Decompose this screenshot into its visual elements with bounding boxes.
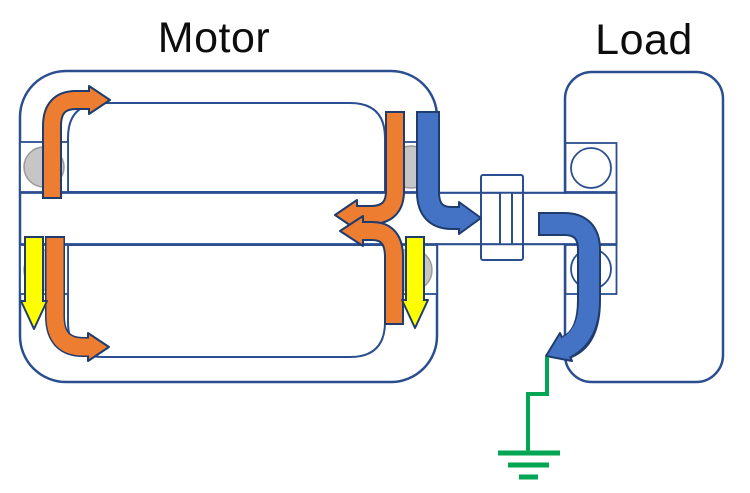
coupling-web-fill bbox=[501, 193, 511, 244]
ground-wire bbox=[526, 357, 549, 452]
stator-upper-block bbox=[67, 102, 386, 193]
orange-arrow-lower-right bbox=[339, 215, 404, 325]
yellow-arrow-bearing-left bbox=[20, 236, 48, 330]
load-title: Load bbox=[595, 16, 693, 64]
motor-title: Motor bbox=[157, 14, 271, 62]
stator-lower-block bbox=[67, 244, 386, 358]
load-bearing-ball-upper bbox=[570, 147, 612, 189]
ground-symbol bbox=[498, 450, 560, 480]
yellow-arrow-bearing-right bbox=[401, 236, 429, 329]
blue-arrow-to-ground bbox=[538, 212, 601, 362]
coupling-web-lines bbox=[499, 192, 513, 245]
shaft-body bbox=[22, 193, 616, 244]
orange-arrow-lower-left bbox=[45, 236, 110, 362]
blue-arrow-shaft-out bbox=[416, 111, 482, 235]
orange-arrow-upper-left bbox=[42, 85, 111, 199]
